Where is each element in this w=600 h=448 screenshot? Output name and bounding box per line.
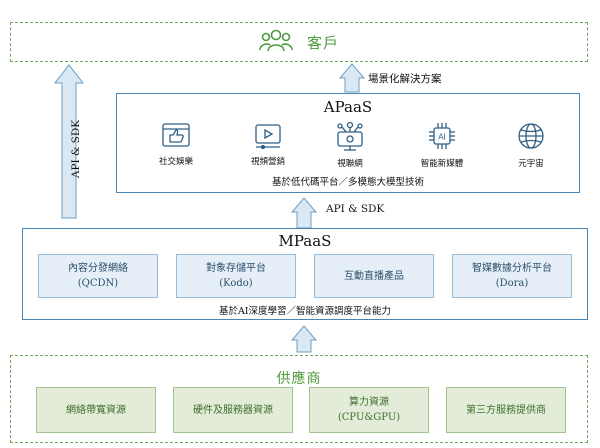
video-play-icon	[228, 122, 308, 150]
app-video-marketing: 視頻營銷	[228, 122, 308, 167]
supplier-layer: 供應商 網絡帶寬資源 硬件及服務器資源 算力資源 (CPU&GPU) 第三方服務…	[10, 355, 588, 443]
app-video-iot: 視聯網	[310, 120, 390, 169]
apaas-footer: 基於低代碼平台／多模態大模型技術	[271, 177, 424, 188]
supplier-name: 算力資源	[349, 397, 389, 408]
customer-layer: 客戶	[10, 22, 588, 62]
app-label: 社交娛樂	[158, 157, 193, 167]
apaas-title: APaaS	[323, 98, 373, 116]
supplier-name: 第三方服務提供商	[466, 404, 546, 416]
scenario-label: 場景化解決方案	[368, 73, 442, 85]
users-icon	[259, 27, 293, 57]
module-name: 內容分發網絡	[68, 263, 128, 274]
module-dora: 智媒數據分析平台 (Dora)	[452, 254, 572, 298]
supplier-name: 硬件及服務器資源	[193, 404, 273, 416]
apaas-panel: APaaS 社交娛樂 視頻營銷	[116, 93, 580, 193]
globe-icon	[491, 120, 571, 152]
customer-label: 客戶	[306, 33, 339, 52]
module-qcdn: 內容分發網絡 (QCDN)	[38, 254, 158, 298]
module-kodo: 對象存儲平台 (Kodo)	[176, 254, 296, 298]
supplier-name: 網絡帶寬資源	[66, 404, 126, 416]
app-label: 智能新媒體	[420, 159, 464, 169]
app-label: 元宇宙	[518, 159, 544, 169]
supplier-hardware: 硬件及服務器資源	[173, 387, 293, 433]
module-code: (Kodo)	[219, 278, 253, 289]
app-label: 視聯網	[337, 159, 363, 169]
module-name: 智媒數據分析平台	[472, 263, 552, 274]
thumbs-up-icon	[136, 122, 216, 150]
ai-chip-icon: AI	[402, 120, 482, 152]
module-name: 對象存儲平台	[206, 263, 266, 274]
app-social-entertainment: 社交娛樂	[136, 122, 216, 167]
supplier-compute: 算力資源 (CPU&GPU)	[309, 387, 429, 433]
module-code: (QCDN)	[77, 278, 119, 289]
svg-text:AI: AI	[438, 133, 446, 142]
app-label: 視頻營銷	[250, 157, 285, 167]
mpaas-footer: 基於AI深度學習／智能資源調度平台能力	[218, 306, 392, 317]
supplier-third-party: 第三方服務提供商	[446, 387, 566, 433]
supplier-title: 供應商	[276, 371, 322, 387]
network-monitor-icon	[310, 120, 390, 152]
module-code: (Dora)	[495, 278, 529, 289]
supplier-sub: (CPU&GPU)	[337, 412, 401, 423]
app-smart-new-media: AI 智能新媒體	[402, 120, 482, 169]
mid-arrow-label: API & SDK	[326, 203, 385, 215]
side-arrow-label: API & SDK	[70, 119, 83, 179]
module-name: 互動直播產品	[344, 270, 404, 282]
module-interactive-live: 互動直播產品	[314, 254, 434, 298]
mpaas-panel: MPaaS 內容分發網絡 (QCDN) 對象存儲平台 (Kodo) 互動直播產品…	[22, 228, 588, 320]
supplier-bandwidth: 網絡帶寬資源	[36, 387, 156, 433]
app-metaverse: 元宇宙	[491, 120, 571, 169]
mpaas-title: MPaaS	[278, 232, 332, 250]
